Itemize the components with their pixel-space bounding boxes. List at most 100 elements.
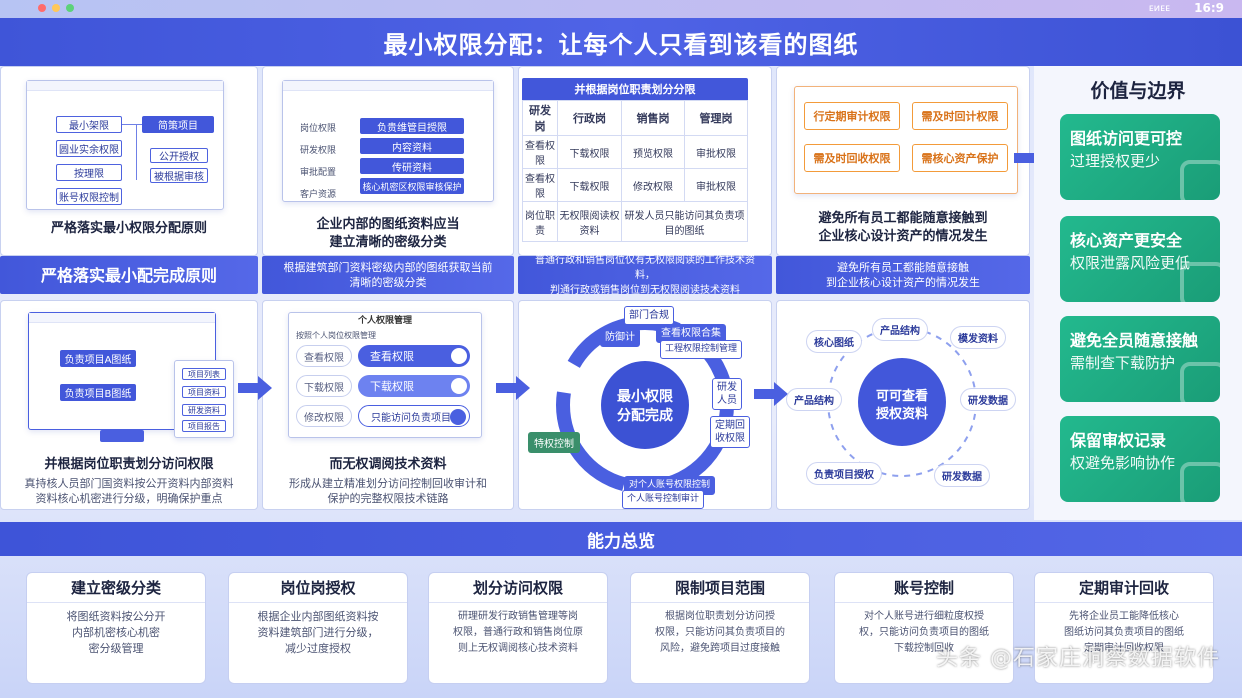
resource-tag: 负责项目授权 xyxy=(806,462,882,485)
authorized-center xyxy=(858,358,946,446)
arrow-right-icon xyxy=(496,376,530,400)
list-item: 项目列表 xyxy=(182,368,226,380)
cycle-center xyxy=(601,361,689,449)
close-dot-icon[interactable] xyxy=(38,4,46,12)
flow-box-highlight: 简策项目 xyxy=(142,116,214,133)
overview-bar: 能力总览 xyxy=(0,522,1242,556)
class-box: 内容资料 xyxy=(360,138,464,154)
table-cell: 无权限阅读权资料 xyxy=(557,201,623,242)
flow-box: 公开授权 xyxy=(150,148,208,163)
toggle-label: 修改权限 xyxy=(296,405,352,427)
settings-title: 个人权限管理 xyxy=(357,316,412,326)
capability-card: 划分访问权限 研理研发行政销售管理等岗 权限，普通行政和销售岗位原 则上无权调阅… xyxy=(428,572,608,684)
toggle-knob xyxy=(451,348,467,364)
sidebar-title: 价值与边界 xyxy=(1090,80,1186,102)
table-col-header: 行政岗 xyxy=(557,100,623,136)
edit-permission-toggle[interactable]: 只能访问负责项目 xyxy=(358,405,470,427)
view-permission-toggle[interactable]: 查看权限 xyxy=(358,345,470,367)
resource-tag: 研发数据 xyxy=(934,464,990,487)
arrow-right-icon xyxy=(238,376,272,400)
table-cell: 审批权限 xyxy=(684,135,748,169)
table-cell: 修改权限 xyxy=(621,168,686,202)
authorized-center-label: 可可查看 授权资料 xyxy=(875,389,928,422)
section-band: 根据建筑部门资料密级内部的图纸获取当前 清晰的密级分类 xyxy=(262,256,514,294)
table-col-header: 研发岗 xyxy=(521,100,559,136)
audit-box: 需及时回收权限 xyxy=(804,144,900,172)
toggle-row-download: 下载权限 下载权限 xyxy=(296,375,472,397)
capability-desc: 根据岗位职责划分访问授 权限，只能访问其负责项目的 风险，避免跨项目过度接触 xyxy=(655,611,785,654)
resource-tag: 产品结构 xyxy=(872,318,928,341)
audit-box: 需及时回计权限 xyxy=(912,102,1008,130)
shield-icon xyxy=(1180,262,1220,302)
value-card-subtitle: 权避免影响协作 xyxy=(1070,454,1176,472)
capability-card: 账号控制 对个人账号进行细粒度权授 权，只能访问负责项目的图纸 下载控制回收 xyxy=(834,572,1014,684)
list-item: 项目资料 xyxy=(182,386,226,398)
table-cell: 下载权限 xyxy=(557,168,623,202)
flow-box: 账号权限控制 xyxy=(56,188,122,205)
value-card-control: 图纸访问更可控 过理授权更少 xyxy=(1060,114,1220,200)
capability-card: 限制项目范围 根据岗位职责划分访问授 权限，只能访问其负责项目的 风险，避免跨项… xyxy=(630,572,810,684)
panel-caption: 而无权调阅技术资料 xyxy=(329,457,447,472)
cycle-tag: 定期回收权限 xyxy=(710,416,750,448)
capability-card: 建立密级分类 将图纸资料按公分开 内部机密核心机密 密分级管理 xyxy=(26,572,206,684)
project-item: 负责项目A图纸 xyxy=(60,350,136,367)
panel-caption: 严格落实最小权限分配原则 xyxy=(50,221,207,236)
monitor-stand xyxy=(100,430,144,442)
value-card-audit: 保留审权记录 权避免影响协作 xyxy=(1060,416,1220,502)
list-item: 研发资料 xyxy=(182,404,226,416)
class-box: 传研资料 xyxy=(360,158,464,174)
value-card-title: 保留审权记录 xyxy=(1070,431,1167,450)
resource-tag: 研发数据 xyxy=(960,388,1016,411)
capability-title: 账号控制 xyxy=(835,573,1013,603)
panel-desc: 真持核人员部门国资料按公开资料内部资料 资料核心机密进行分级，明确保护重点 xyxy=(24,477,234,505)
resource-tag: 产品结构 xyxy=(786,388,842,411)
table-cell: 审批权限 xyxy=(684,168,748,202)
cycle-tag: 部门合规 xyxy=(624,306,674,325)
value-card-subtitle: 需制查下载防护 xyxy=(1070,354,1176,372)
panel-desc: 形成从建立精准划分访问控制回收审计和 保护的完整权限技术链路 xyxy=(289,477,487,505)
download-permission-toggle[interactable]: 下载权限 xyxy=(358,375,470,397)
capability-desc: 先将企业员工能降低核心 图纸访问其负责项目的图纸 定期审计回收权限 xyxy=(1064,611,1184,654)
class-box: 核心机密区权限审核保护 xyxy=(360,178,464,194)
value-card-security: 核心资产更安全 权限泄露风险更低 xyxy=(1060,216,1220,302)
house-icon xyxy=(1180,160,1220,200)
capability-card: 岗位岗授权 根据企业内部图纸资料按 资料建筑部门进行分级， 减少过度授权 xyxy=(228,572,408,684)
status-time: 16:9 xyxy=(1194,1,1224,15)
flow-box: 圆业实余权限 xyxy=(56,140,122,157)
flow-box: 被根据审核 xyxy=(150,168,208,183)
value-card-title: 核心资产更安全 xyxy=(1070,231,1183,250)
watermark: 头条 @石家庄洞察数据软件 xyxy=(936,646,1220,671)
panel-caption: 避免所有员工都能随意接触到 企业核心设计资产的情况发生 xyxy=(818,211,988,244)
toggle-label: 下载权限 xyxy=(296,375,352,397)
table-header: 并根据岗位职责划分分限 xyxy=(522,78,748,100)
capability-title: 划分访问权限 xyxy=(429,573,607,603)
settings-subtitle: 按照个人岗位权限管理 xyxy=(296,331,376,340)
capability-title: 岗位岗授权 xyxy=(229,573,407,603)
table-cell: 岗位职责 xyxy=(521,201,559,242)
status-bar: ᴇᴎᴇᴇ 16:9 xyxy=(0,0,1242,18)
arrow-right-icon xyxy=(754,382,788,406)
list-item: 项目报告 xyxy=(182,420,226,432)
overview-title: 能力总览 xyxy=(587,531,655,552)
capability-desc: 将图纸资料按公分开 内部机密核心机密 密分级管理 xyxy=(66,610,166,655)
page-title: 最小权限分配：让每个人只看到该看的图纸 xyxy=(383,30,859,59)
table-cell: 下载权限 xyxy=(557,135,623,169)
panel-caption: 企业内部的图纸资料应当 建立清晰的密级分类 xyxy=(316,217,460,250)
minimize-dot-icon[interactable] xyxy=(52,4,60,12)
connector-line xyxy=(136,124,137,180)
audit-box: 需核心资产保护 xyxy=(912,144,1008,172)
class-box: 负贵维管目授限 xyxy=(360,118,464,134)
flow-box: 最小架限 xyxy=(56,116,122,133)
cycle-center-label: 最小权限 分配完成 xyxy=(617,389,673,424)
toggle-text: 下载权限 xyxy=(370,380,414,393)
resource-tag: 核心图纸 xyxy=(806,330,862,353)
project-item: 负责项目B图纸 xyxy=(60,384,136,401)
cycle-tag: 研发人员 xyxy=(712,378,742,410)
table-cell: 查看权限 xyxy=(521,168,559,202)
capability-card: 定期审计回收 先将企业员工能降低核心 图纸访问其负责项目的图纸 定期审计回收权限 xyxy=(1034,572,1214,684)
network-indicator: ᴇᴎᴇᴇ xyxy=(1148,3,1170,14)
resource-tag: 模发资料 xyxy=(950,326,1006,349)
toggle-row-edit: 修改权限 只能访问负责项目 xyxy=(296,405,472,427)
maximize-dot-icon[interactable] xyxy=(66,4,74,12)
connector-line xyxy=(122,124,142,125)
